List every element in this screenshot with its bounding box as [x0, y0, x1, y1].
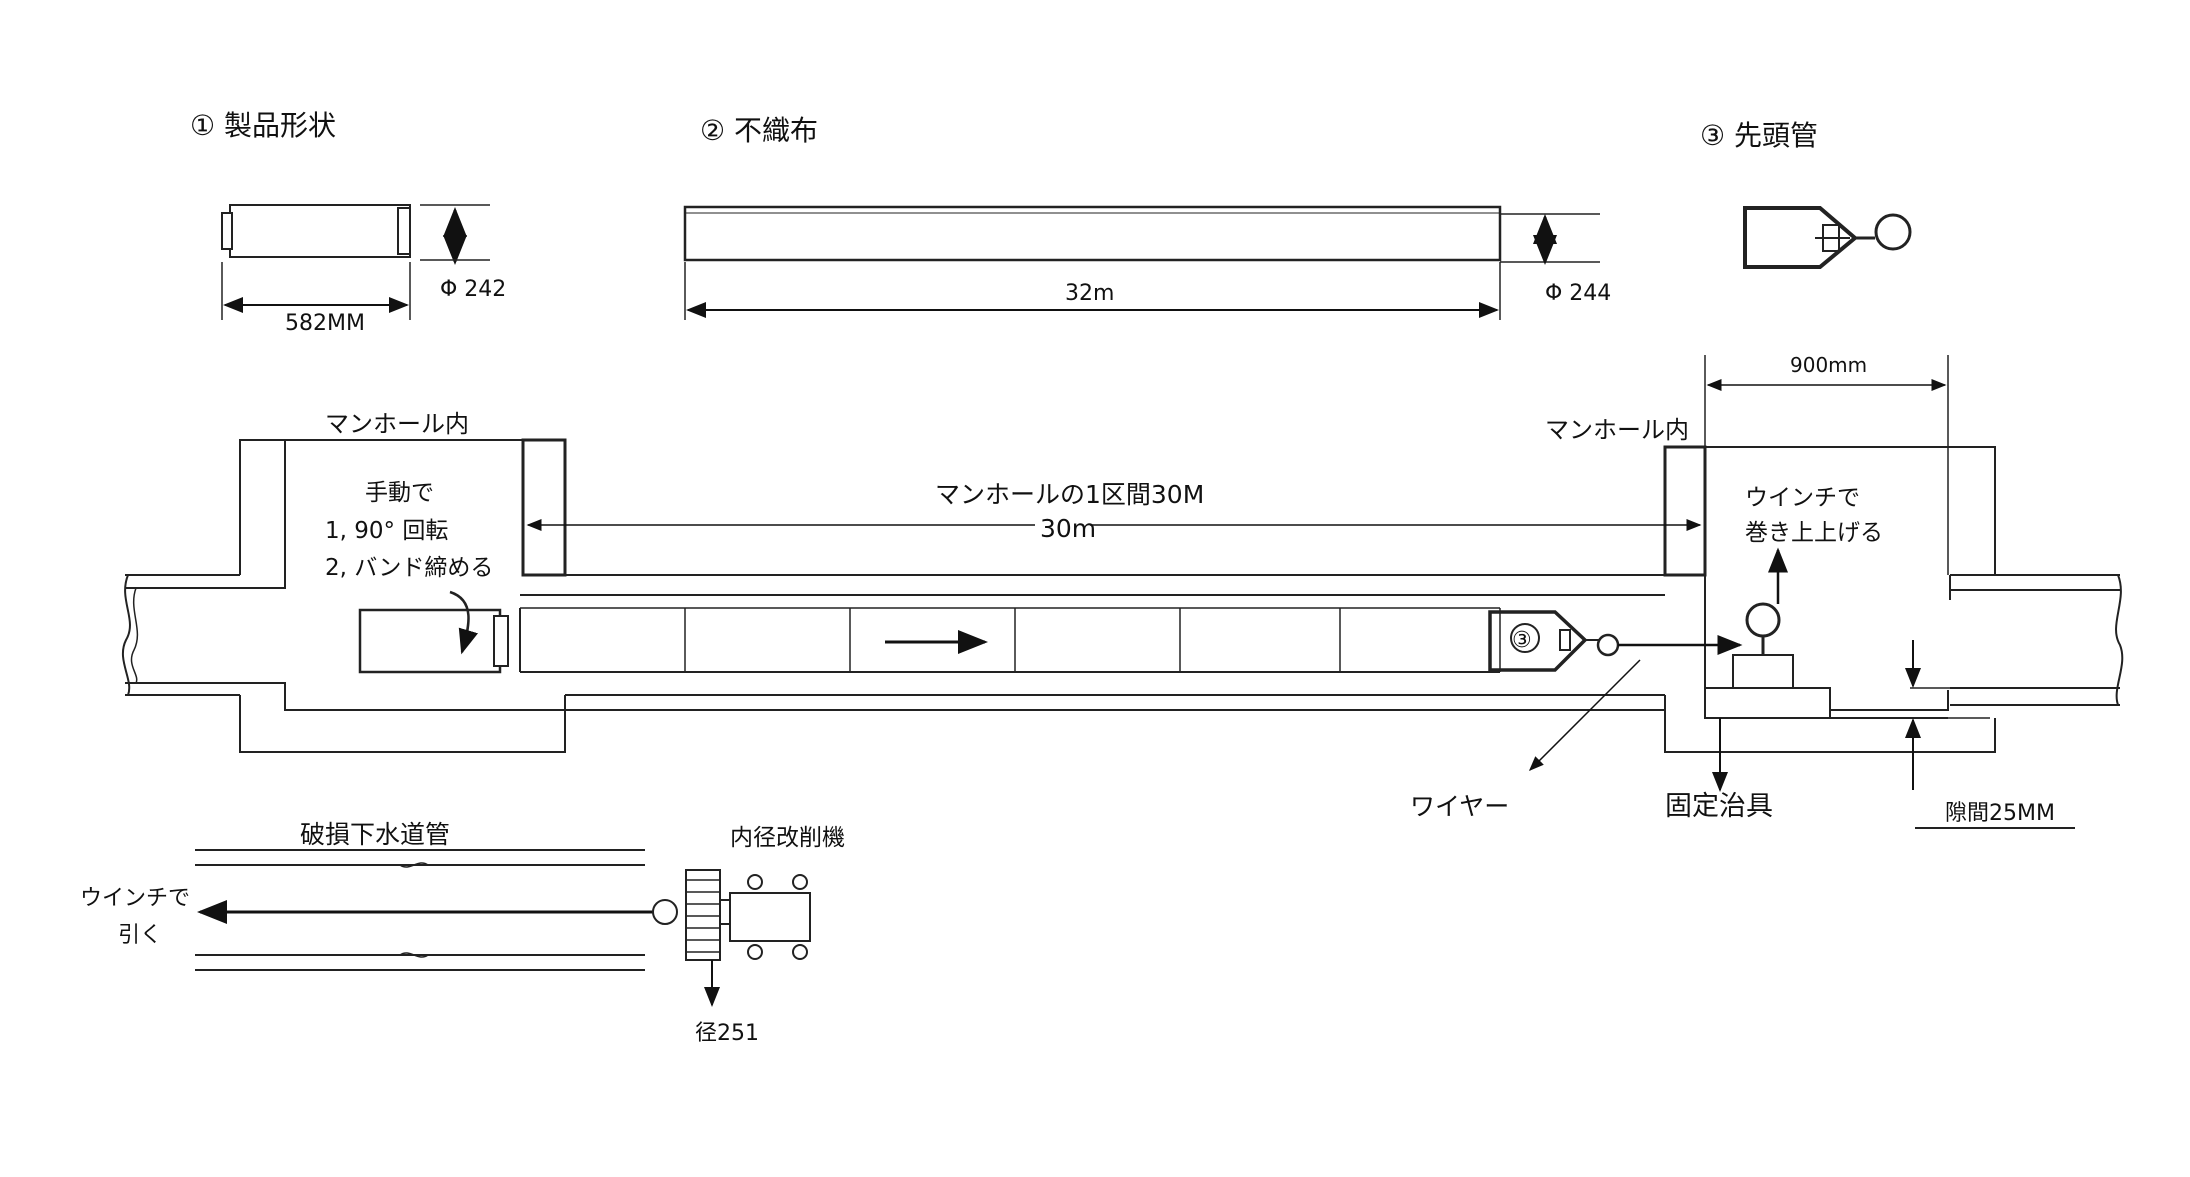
fixture-label: 固定治具	[1665, 791, 1773, 822]
manhole-left-label: マンホール内	[325, 410, 469, 438]
winch-up-line-1: ウインチで	[1745, 485, 1860, 511]
winch-pull-line-1: ウインチで	[80, 886, 190, 911]
width-900mm-label: 900mm	[1790, 353, 1867, 377]
boring-machine-label: 内径改削機	[730, 825, 845, 851]
product-shape-figure	[221, 204, 490, 320]
main-cross-section	[121, 355, 2124, 829]
wire-label: ワイヤー	[1410, 792, 1509, 821]
manual-line-2: 1, 90° 回転	[325, 518, 448, 544]
head-pipe-marker: ③	[1512, 628, 1532, 653]
damaged-pipe-label: 破損下水道管	[300, 820, 450, 849]
fabric-diameter-label: Φ 244	[1545, 281, 1611, 306]
section-length-label: 30m	[1040, 514, 1096, 543]
winch-up-line-2: 巻き上上げる	[1745, 520, 1883, 546]
manual-line-1: 手動で	[365, 480, 434, 506]
fabric-length-label: 32m	[1065, 281, 1114, 306]
head-pipe-title: ③ 先頭管	[1700, 119, 1818, 152]
damaged-pipe-figure	[195, 849, 665, 971]
gap-label: 隙間25MM	[1945, 801, 2055, 826]
product-diameter-label: Φ 242	[440, 277, 506, 302]
manhole-right-label: マンホール内	[1545, 416, 1689, 444]
product-length-label: 582MM	[285, 311, 365, 336]
nonwoven-fabric-title: ② 不織布	[700, 114, 818, 147]
inner-boring-machine	[652, 869, 811, 1007]
winch-pull-line-2: 引く	[118, 923, 162, 948]
section-30m-label: マンホールの1区間30M	[935, 480, 1204, 509]
diameter-251-label: 径251	[695, 1021, 759, 1046]
head-pipe-figure	[1743, 206, 1912, 269]
product-shape-title: ① 製品形状	[190, 109, 336, 142]
manual-line-3: 2, バンド締める	[325, 555, 493, 581]
nonwoven-fabric-figure	[683, 205, 1600, 320]
